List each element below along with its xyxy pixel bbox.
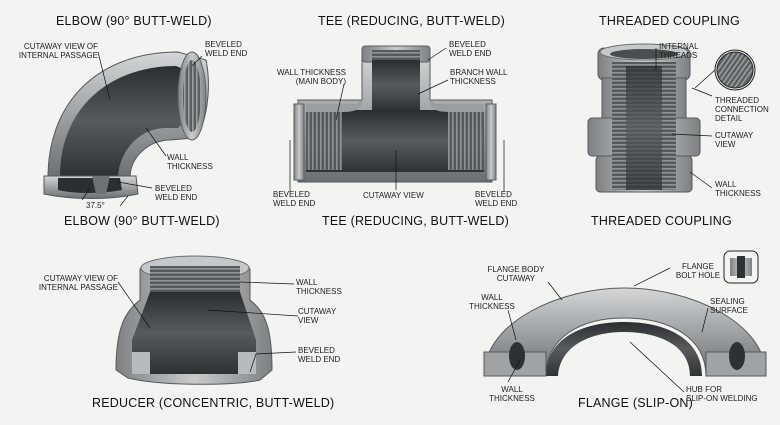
tee-beveled-top-label: BEVELED WELD END — [449, 40, 492, 58]
elbow-title-bottom: ELBOW (90° BUTT-WELD) — [64, 214, 220, 228]
flange-wall-bottom-label: WALL THICKNESS — [489, 385, 535, 403]
tee-beveled-right-label: BEVELED WELD END — [475, 190, 518, 208]
reducer-wall-label: WALL THICKNESS — [296, 278, 342, 296]
elbow-title-top: ELBOW (90° BUTT-WELD) — [56, 14, 212, 28]
tee-title-bottom: TEE (REDUCING, BUTT-WELD) — [322, 214, 509, 228]
elbow-angle-label: 37.5° — [86, 201, 105, 210]
elbow-wall-label: WALL THICKNESS — [167, 153, 213, 171]
reducer-fitting — [115, 255, 273, 385]
flange-hub-label: HUB FOR SLIP-ON WELDING — [686, 385, 758, 403]
reducer-cutaway-label: CUTAWAY VIEW OF INTERNAL PASSAGE — [38, 274, 118, 292]
tee-wall-main-label: WALL THICKNESS (MAIN BODY) — [276, 68, 346, 86]
tee-beveled-left-label: BEVELED WELD END — [273, 190, 316, 208]
coupling-title-bottom: THREADED COUPLING — [591, 214, 732, 228]
elbow-beveled-top-label: BEVELED WELD END — [205, 40, 248, 58]
reducer-title-bottom: REDUCER (CONCENTRIC, BUTT-WELD) — [92, 396, 335, 410]
flange-title-bottom: FLANGE (SLIP-ON) — [578, 396, 694, 410]
coupling-cutaway-label: CUTAWAY VIEW — [715, 131, 754, 149]
flange-bolt-hole-label: FLANGE BOLT HOLE — [675, 262, 721, 280]
elbow-cutaway-label: CUTAWAY VIEW OF INTERNAL PASSAGE — [18, 42, 98, 60]
coupling-connection-detail-label: THREADED CONNECTION DETAIL — [715, 96, 769, 123]
coupling-title-top: THREADED COUPLING — [599, 14, 740, 28]
flange-body-cutaway-label: FLANGE BODY CUTAWAY — [487, 265, 545, 283]
tee-fitting — [293, 45, 497, 183]
leader-lines — [81, 47, 716, 393]
tee-title-top: TEE (REDUCING, BUTT-WELD) — [318, 14, 505, 28]
elbow-beveled-bottom-label: BEVELED WELD END — [155, 184, 198, 202]
flange-wall-top-label: WALL THICKNESS — [469, 293, 515, 311]
reducer-beveled-label: BEVELED WELD END — [298, 346, 341, 364]
elbow-fitting — [43, 51, 209, 199]
coupling-wall-label: WALL THICKNESS — [715, 180, 761, 198]
flange-fitting — [483, 250, 767, 377]
flange-sealing-label: SEALING SURFACE — [710, 297, 748, 315]
tee-cutaway-label: CUTAWAY VIEW — [363, 191, 424, 200]
coupling-internal-threads-label: INTERNAL THREADS — [659, 42, 699, 60]
tee-branch-wall-label: BRANCH WALL THICKNESS — [450, 68, 508, 86]
reducer-cutaway-view-label: CUTAWAY VIEW — [298, 307, 337, 325]
coupling-fitting — [587, 43, 756, 193]
